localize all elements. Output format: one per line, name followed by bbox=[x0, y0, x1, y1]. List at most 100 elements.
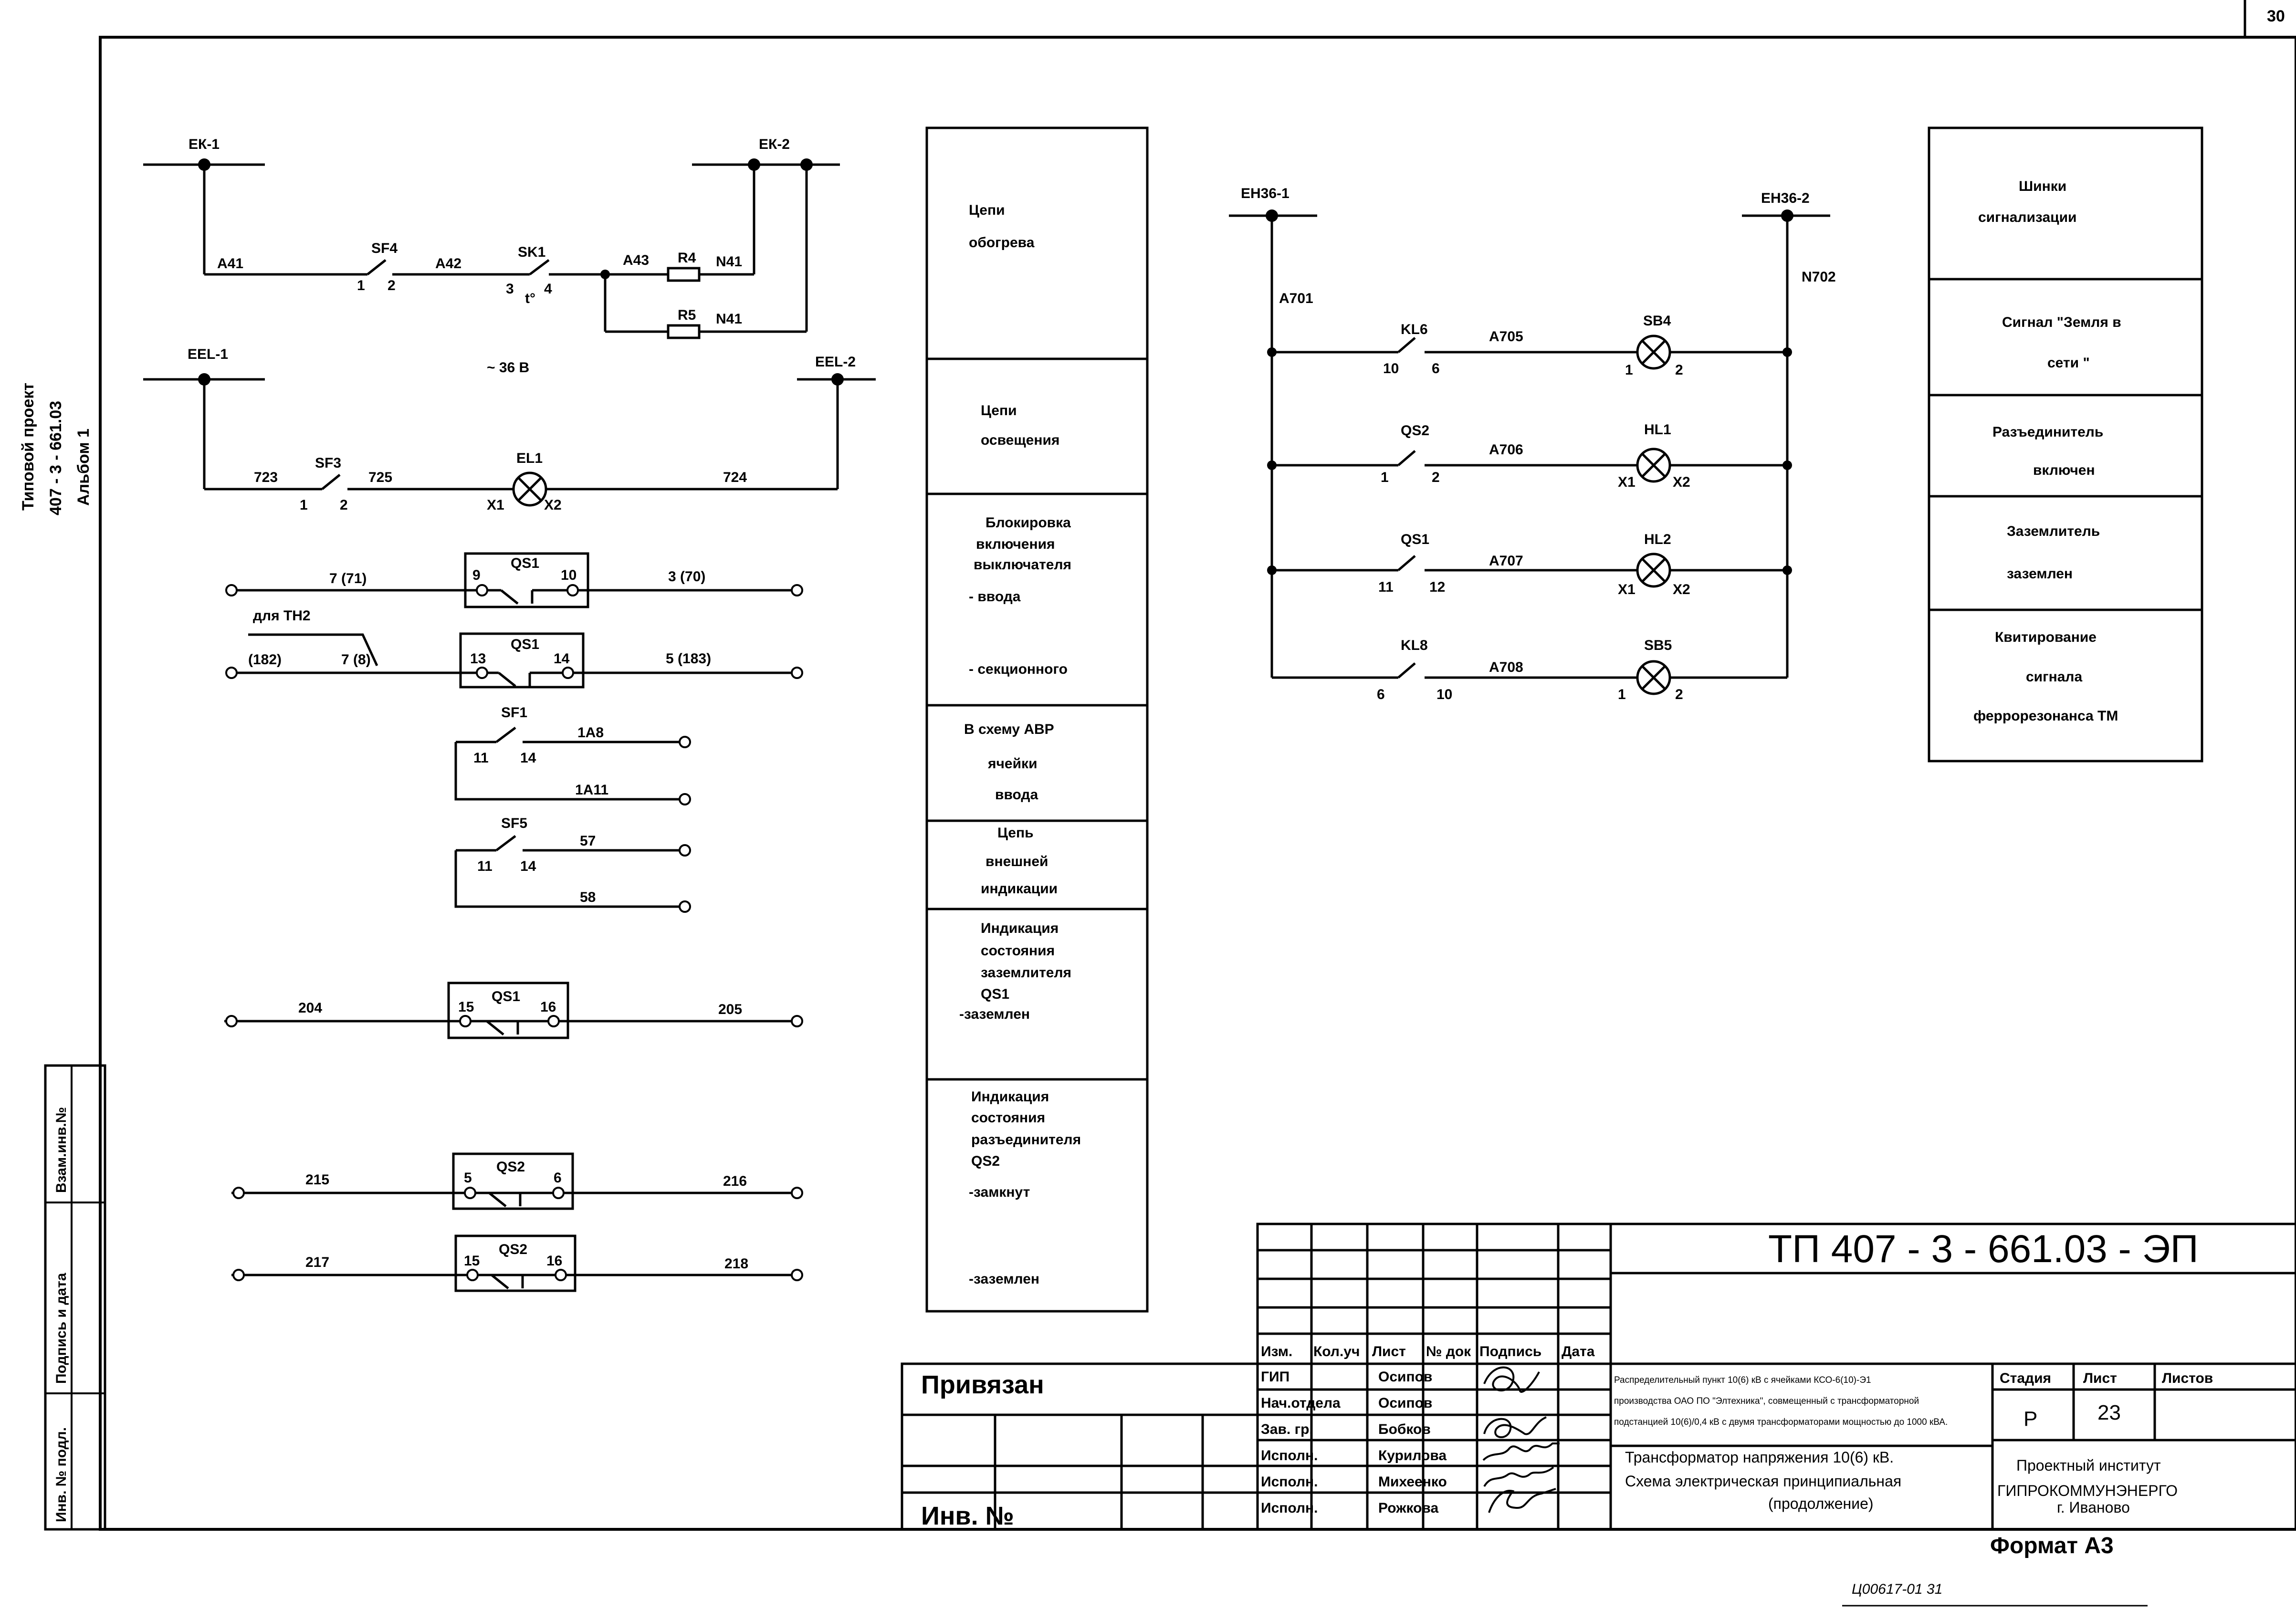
r2-qs1: QS1 bbox=[511, 637, 539, 652]
qs2a-label: QS2 bbox=[496, 1159, 525, 1175]
sk1-label: SK1 bbox=[518, 244, 545, 260]
signatures bbox=[1482, 1366, 1560, 1513]
avr-2: ячейки bbox=[987, 756, 1038, 772]
r2-right: 5 (183) bbox=[666, 651, 711, 667]
sf4-pin2: 2 bbox=[388, 278, 396, 293]
earth-1: Сигнал "Земля в bbox=[2002, 314, 2121, 330]
grounder-1: Заземлитель bbox=[2007, 523, 2100, 539]
stage-value: Р bbox=[2023, 1407, 2037, 1431]
strip-inv: Инв. № подл. bbox=[53, 1427, 69, 1522]
el1-lamp-icon bbox=[514, 473, 546, 505]
r5-label: R5 bbox=[678, 307, 696, 323]
qs1c-t15: 15 bbox=[458, 999, 474, 1015]
lighting-nodes bbox=[198, 373, 844, 386]
qs2a-t5: 5 bbox=[464, 1170, 472, 1186]
heating-circuit bbox=[143, 163, 840, 339]
earth-ind-4: QS1 bbox=[981, 986, 1009, 1002]
external-1: Цепь bbox=[997, 825, 1034, 841]
hl2-label: HL2 bbox=[1644, 532, 1671, 547]
name-0: Осипов bbox=[1378, 1369, 1432, 1385]
sk1-t: t° bbox=[525, 291, 535, 306]
strip-sign: Подпись и дата bbox=[53, 1273, 69, 1384]
sf5-pin14: 14 bbox=[520, 858, 536, 874]
name-2: Бобков bbox=[1378, 1421, 1431, 1437]
for-th2: для ТН2 bbox=[253, 608, 311, 624]
eel2-label: EEL-2 bbox=[815, 354, 856, 370]
mid-table-text: Цепи обогрева Цепи освещения Блокировка … bbox=[959, 202, 1081, 1287]
qs2-pin2: 2 bbox=[1432, 470, 1440, 485]
a701-label: А701 bbox=[1279, 291, 1313, 306]
name-1: Осипов bbox=[1378, 1395, 1432, 1411]
sb4-pin1: 1 bbox=[1625, 362, 1633, 378]
hdr-date: Дата bbox=[1562, 1344, 1595, 1359]
qs2b-label: QS2 bbox=[499, 1242, 527, 1257]
qs1c-label: QS1 bbox=[492, 989, 520, 1004]
role-4: Исполн. bbox=[1261, 1474, 1318, 1490]
right-table-text: Шинки сигнализации Сигнал "Земля в сети … bbox=[1973, 178, 2121, 724]
r2-left-b: 7 (8) bbox=[341, 652, 371, 668]
qs1r-pin11: 11 bbox=[1378, 579, 1394, 595]
sk1-pin4: 4 bbox=[544, 281, 552, 297]
strip-replace: Взам.инв.№ bbox=[53, 1107, 69, 1193]
desc-2: подстанцией 10(6)/0,4 кВ с двумя трансфо… bbox=[1614, 1417, 1948, 1427]
lighting-1: Цепи bbox=[981, 403, 1017, 418]
format-label: Формат А3 bbox=[1990, 1533, 2114, 1558]
lighting-2: освещения bbox=[981, 432, 1059, 448]
a706-label: А706 bbox=[1489, 442, 1523, 458]
r4-label: R4 bbox=[678, 250, 696, 266]
sheet-label: Лист bbox=[2083, 1370, 2117, 1386]
avr-3: ввода bbox=[995, 787, 1038, 803]
sheets-label: Листов bbox=[2162, 1370, 2213, 1386]
qs1r-pin12: 12 bbox=[1429, 579, 1445, 595]
sf4-pin1: 1 bbox=[357, 278, 365, 293]
sf4-label: SF4 bbox=[371, 240, 398, 256]
mid-table bbox=[925, 126, 1149, 1313]
earth-2: сети " bbox=[2047, 355, 2090, 371]
earth-ind-5: -заземлен bbox=[959, 1006, 1030, 1022]
ek1-label: ЕК-1 bbox=[189, 136, 220, 152]
drawing-title-1: Схема электрическая принципиальная bbox=[1625, 1473, 1901, 1490]
a708-label: А708 bbox=[1489, 659, 1523, 675]
ack-1: Квитирование bbox=[1995, 629, 2097, 645]
doc-code: ТП 407 - 3 - 661.03 - ЭП bbox=[1768, 1227, 2199, 1271]
buses-2: сигнализации bbox=[1978, 209, 2076, 225]
w58-label: 58 bbox=[580, 889, 596, 905]
buses-1: Шинки bbox=[2019, 178, 2066, 194]
disc-ind-5: -замкнут bbox=[969, 1184, 1030, 1200]
earth-ind-2: состояния bbox=[981, 943, 1055, 959]
kl6-label: KL6 bbox=[1401, 322, 1428, 337]
w725-label: 725 bbox=[368, 470, 392, 485]
hdr-izm: Изм. bbox=[1261, 1344, 1292, 1359]
name-3: Курилова bbox=[1378, 1448, 1447, 1463]
earth-ind-3: заземлителя bbox=[981, 965, 1071, 981]
handwritten-note: Ц00617-01 31 bbox=[1852, 1581, 1942, 1597]
disc-ind-3: разъединителя bbox=[971, 1132, 1081, 1148]
qs2a-t6: 6 bbox=[554, 1170, 562, 1186]
blocking-2: включения bbox=[976, 536, 1055, 552]
w1a8-label: 1А8 bbox=[577, 725, 604, 741]
grounder-2: заземлен bbox=[2007, 566, 2073, 582]
sb5-pin2: 2 bbox=[1675, 687, 1683, 702]
a707-label: А707 bbox=[1489, 553, 1523, 569]
el1-label: EL1 bbox=[516, 450, 543, 466]
org-0: Проектный институт bbox=[2016, 1457, 2161, 1474]
a43-label: А43 bbox=[623, 252, 649, 268]
sk1-pin3: 3 bbox=[506, 281, 514, 297]
sf1-label: SF1 bbox=[501, 705, 527, 721]
sf5-pin11: 11 bbox=[477, 858, 493, 874]
heating-1: Цепи bbox=[969, 202, 1005, 218]
sb5-label: SB5 bbox=[1644, 638, 1672, 653]
r1-right: 3 (70) bbox=[668, 569, 705, 585]
hl2-x1: X1 bbox=[1618, 582, 1636, 597]
a41-label: А41 bbox=[217, 256, 243, 272]
stage-label: Стадия bbox=[2000, 1370, 2051, 1386]
sf3-pin2: 2 bbox=[340, 497, 348, 513]
sb4-lamp-icon bbox=[1637, 336, 1670, 368]
earth-ind-1: Индикация bbox=[981, 920, 1059, 936]
w723-label: 723 bbox=[254, 470, 278, 485]
right-table bbox=[1928, 126, 2203, 763]
hdr-list: Лист bbox=[1372, 1344, 1406, 1359]
frame bbox=[44, 0, 2296, 1531]
a705-label: А705 bbox=[1489, 329, 1523, 345]
